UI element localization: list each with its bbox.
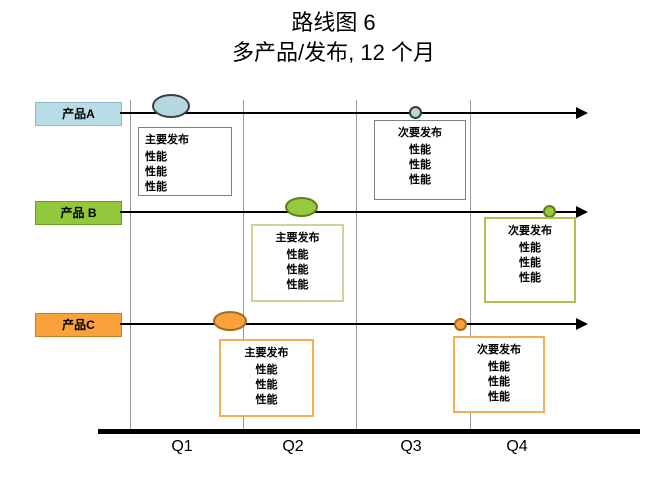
milestone-feature: 性能	[255, 364, 278, 376]
milestone-feature: 性能	[255, 379, 278, 391]
product-c-timeline	[120, 323, 578, 325]
milestone-title: 次要发布	[508, 225, 552, 237]
product-c-major-release-box: 主要发布 性能 性能 性能	[219, 339, 314, 417]
grid-line-q2-start	[243, 100, 244, 432]
product-c-label: 产品C	[35, 313, 122, 337]
milestone-feature: 性能	[286, 264, 309, 276]
product-a-arrowhead-icon	[576, 107, 588, 119]
milestone-feature: 性能	[145, 151, 167, 163]
product-b-label: 产品 B	[35, 201, 122, 225]
quarter-label-q3: Q3	[400, 438, 422, 455]
milestone-feature: 性能	[519, 242, 541, 254]
product-c-minor-release-box: 次要发布 性能 性能 性能	[453, 336, 545, 413]
milestone-feature: 性能	[488, 391, 510, 403]
milestone-feature: 性能	[145, 181, 167, 193]
slide-subtitle: 多产品/发布, 12 个月	[232, 40, 435, 65]
milestone-title: 主要发布	[275, 232, 320, 244]
milestone-feature: 性能	[409, 174, 431, 186]
product-a-major-release-box: 主要发布 性能 性能 性能	[138, 127, 232, 196]
grid-line-q4-start	[470, 100, 471, 432]
milestone-feature: 性能	[286, 279, 309, 291]
milestone-feature: 性能	[519, 272, 541, 284]
product-a-minor-marker-icon	[409, 106, 422, 119]
product-b-major-marker-icon	[285, 197, 318, 217]
milestone-title: 次要发布	[477, 344, 521, 356]
milestone-feature: 性能	[409, 159, 431, 171]
product-c-minor-marker-icon	[454, 318, 467, 331]
milestone-feature: 性能	[286, 249, 309, 261]
product-c-arrowhead-icon	[576, 318, 588, 330]
quarter-label-q1: Q1	[171, 438, 193, 455]
product-a-minor-release-box: 次要发布 性能 性能 性能	[374, 120, 466, 200]
product-a-timeline	[120, 112, 578, 114]
quarter-axis	[98, 429, 640, 434]
milestone-feature: 性能	[409, 144, 431, 156]
quarter-label-q4: Q4	[506, 438, 528, 455]
product-b-major-release-box: 主要发布 性能 性能 性能	[251, 224, 344, 302]
milestone-title: 次要发布	[398, 127, 442, 139]
grid-line-q3-start	[356, 100, 357, 432]
milestone-title: 主要发布	[244, 347, 289, 359]
product-b-timeline	[120, 211, 578, 213]
product-a-label: 产品A	[35, 102, 122, 126]
milestone-feature: 性能	[488, 361, 510, 373]
milestone-title: 主要发布	[145, 134, 189, 146]
title-block: 路线图 6 多产品/发布, 12 个月	[0, 8, 667, 68]
product-b-minor-release-box: 次要发布 性能 性能 性能	[484, 217, 576, 303]
product-c-major-marker-icon	[213, 311, 247, 331]
milestone-feature: 性能	[519, 257, 541, 269]
product-a-major-marker-icon	[152, 94, 190, 118]
quarter-label-q2: Q2	[282, 438, 304, 455]
milestone-feature: 性能	[255, 394, 278, 406]
milestone-feature: 性能	[488, 376, 510, 388]
milestone-feature: 性能	[145, 166, 167, 178]
product-b-arrowhead-icon	[576, 206, 588, 218]
grid-line-q1-start	[130, 100, 131, 432]
slide-title: 路线图 6	[291, 10, 376, 35]
